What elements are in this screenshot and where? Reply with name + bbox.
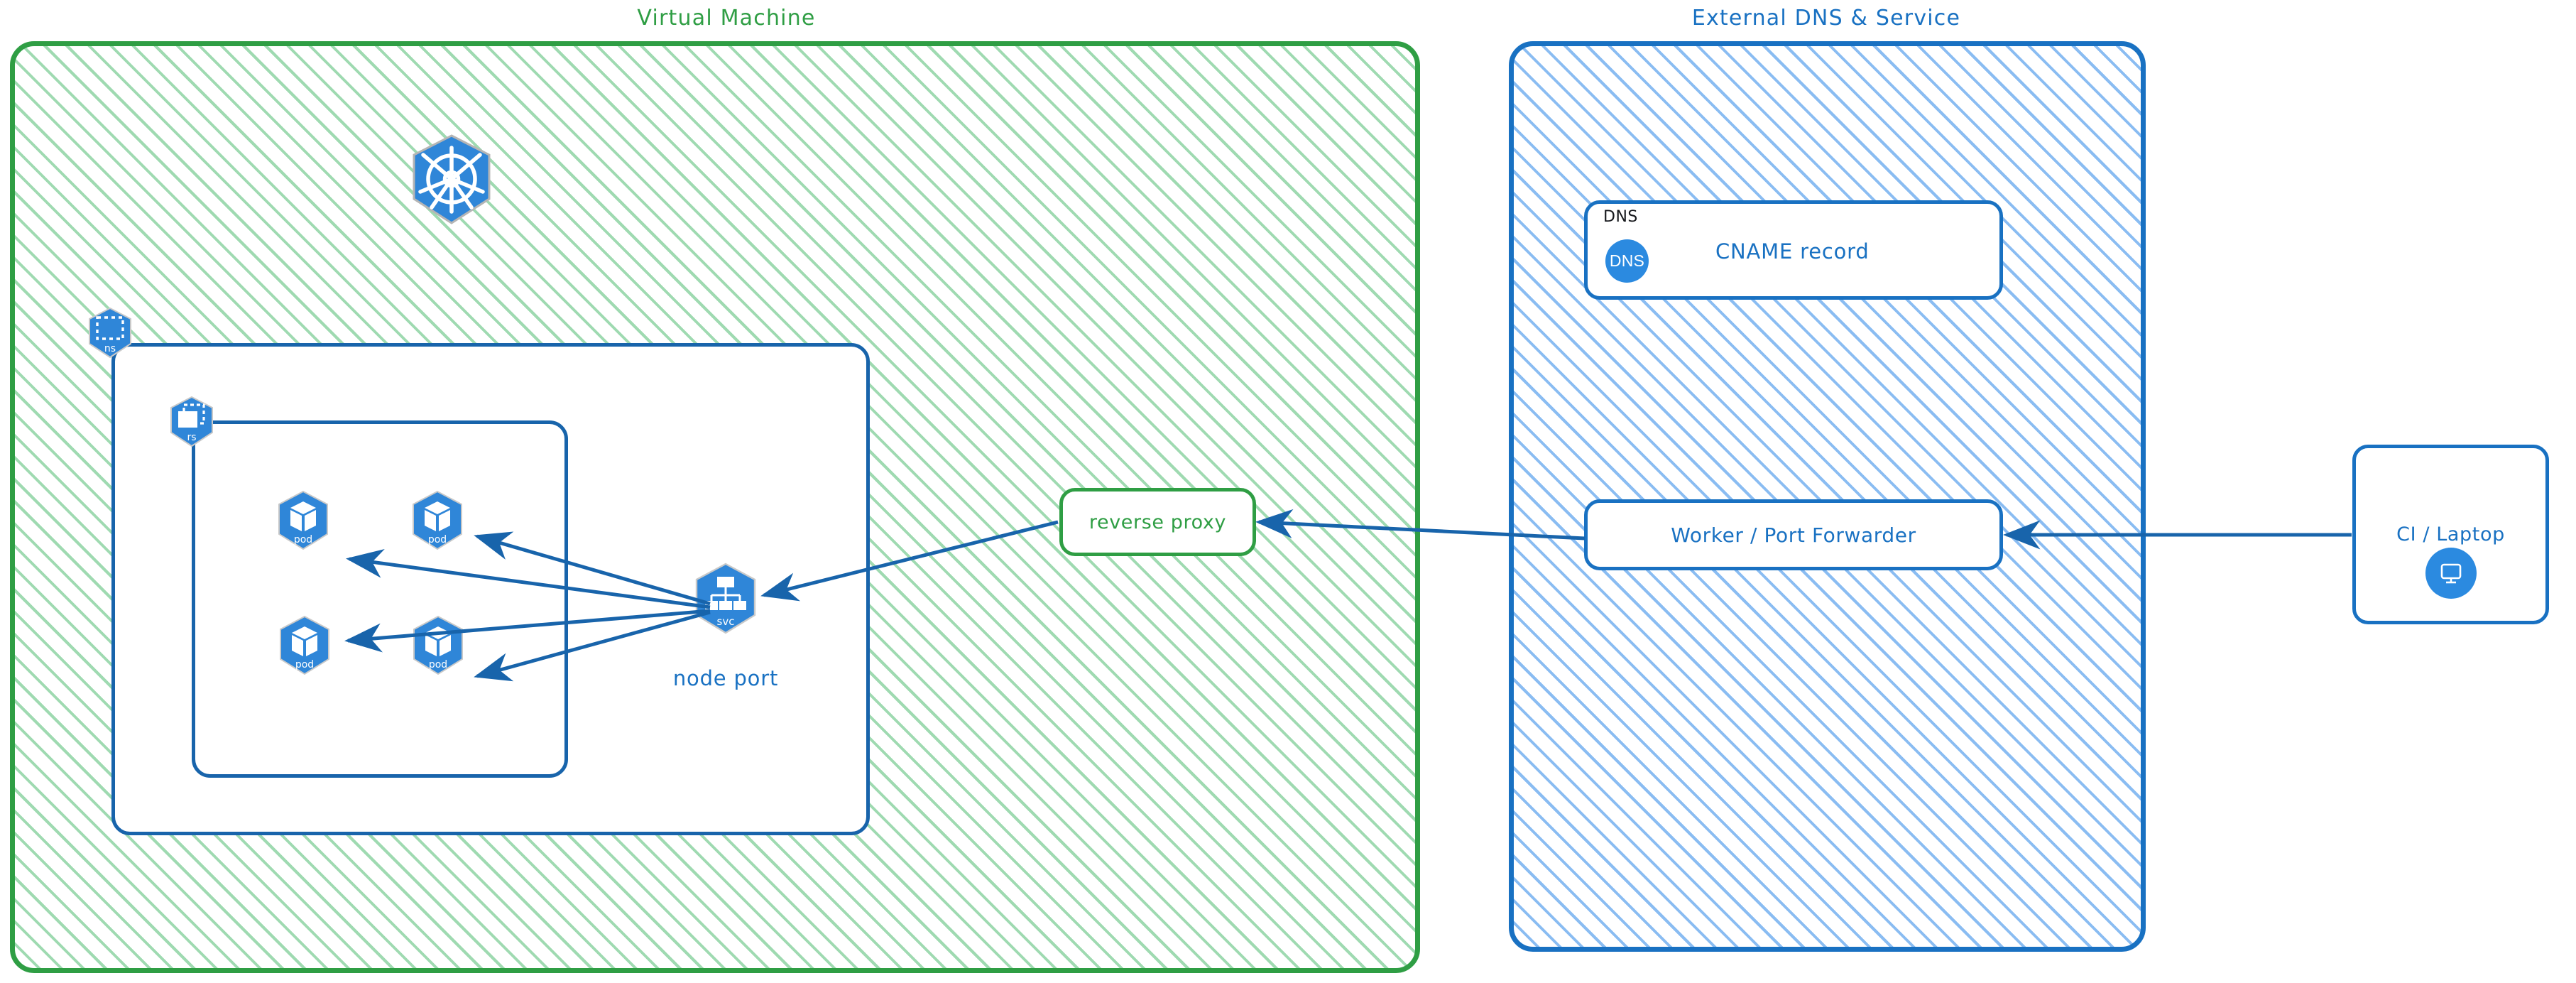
worker-port-forwarder-node[interactable]: Worker / Port Forwarder bbox=[1584, 499, 2003, 570]
dns-box-tag: DNS bbox=[1603, 208, 1638, 226]
namespace-badge-label: ns bbox=[104, 343, 116, 354]
dns-record-node[interactable]: DNS DNS CNAME record bbox=[1584, 200, 2003, 300]
group-virtual-machine-title: Virtual Machine bbox=[637, 6, 816, 31]
replicaset-badge-label: rs bbox=[187, 432, 196, 443]
cname-record-label: CNAME record bbox=[1715, 239, 1870, 264]
pod-label: pod bbox=[295, 659, 314, 670]
service-label: svc bbox=[717, 615, 735, 628]
pod-label: pod bbox=[294, 534, 312, 545]
ci-laptop-node[interactable]: CI / Laptop bbox=[2352, 445, 2549, 624]
reverse-proxy-label: reverse proxy bbox=[1088, 511, 1227, 533]
dns-badge-icon: DNS bbox=[1605, 239, 1649, 283]
replicaset-container bbox=[192, 420, 568, 778]
ci-laptop-label: CI / Laptop bbox=[2396, 523, 2505, 545]
group-external-dns-service bbox=[1509, 41, 2146, 952]
node-port-label: node port bbox=[672, 666, 779, 690]
pod-label: pod bbox=[428, 534, 447, 545]
pod-label: pod bbox=[429, 659, 447, 670]
group-external-dns-service-title: External DNS & Service bbox=[1691, 6, 1961, 31]
worker-port-forwarder-label: Worker / Port Forwarder bbox=[1671, 523, 1916, 547]
dns-badge-text: DNS bbox=[1609, 251, 1645, 270]
desktop-monitor-icon bbox=[2425, 548, 2477, 599]
reverse-proxy-node[interactable]: reverse proxy bbox=[1059, 488, 1256, 556]
